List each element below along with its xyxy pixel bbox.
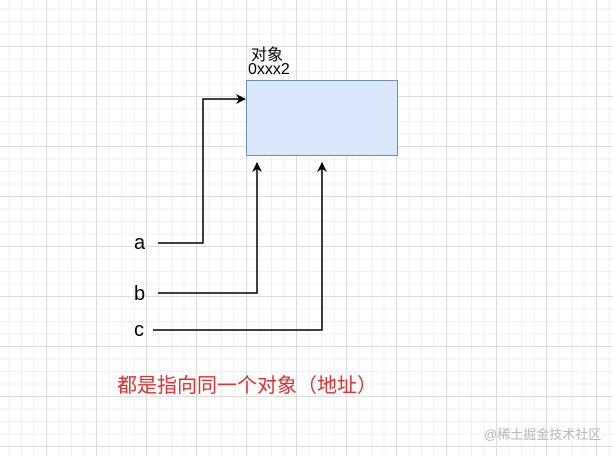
watermark: @稀土掘金技术社区 xyxy=(484,427,602,442)
variable-a-label: a xyxy=(134,232,146,254)
variable-c-label: c xyxy=(134,319,144,341)
variable-b-label: b xyxy=(134,283,146,305)
object-box[interactable] xyxy=(246,80,398,156)
object-address: 0xxx2 xyxy=(248,61,290,78)
diagram-caption: 都是指向同一个对象（地址） xyxy=(117,375,377,397)
object-title: 对象 xyxy=(251,47,284,64)
arrow-b-to-object[interactable] xyxy=(158,162,262,294)
arrow-a-to-object[interactable] xyxy=(158,94,246,244)
arrow-c-to-object[interactable] xyxy=(153,162,327,331)
